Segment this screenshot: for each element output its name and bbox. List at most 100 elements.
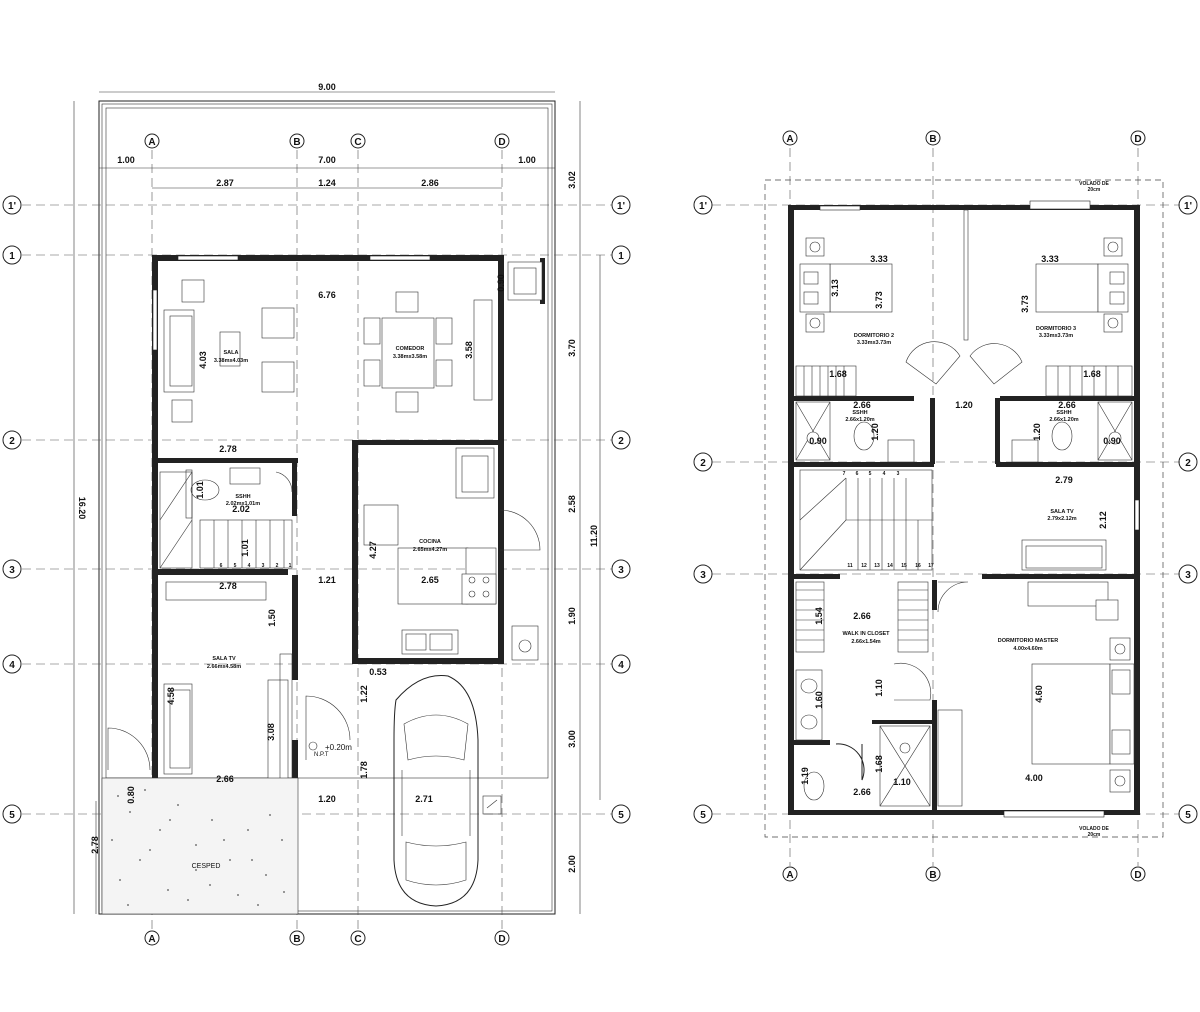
axis-label: C	[354, 934, 361, 945]
dimension-label: 1.78	[359, 761, 369, 779]
dimension-label: 1.01	[240, 539, 250, 557]
axis-label: B	[929, 870, 936, 881]
room-name: SALA	[224, 350, 239, 356]
room-size: 2.66x1.20m	[845, 417, 874, 423]
dimension-label: 0.53	[369, 667, 387, 677]
stair-step: 6	[220, 563, 223, 569]
dimension-label: 4.03	[198, 351, 208, 369]
dimension-label: 2.66	[853, 787, 871, 797]
axis-label: 2	[700, 458, 706, 469]
axis-label: B	[929, 134, 936, 145]
axis-label: 1'	[617, 201, 625, 212]
axis-bubble-ground-top	[144, 133, 160, 149]
dimension-label: 1.24	[318, 178, 336, 188]
dimension-label: 2.79	[1055, 475, 1073, 485]
dimension-label: 1.54	[814, 607, 824, 625]
dimension-label: 1.90	[567, 607, 577, 625]
dimension-label: 1.60	[814, 691, 824, 709]
room-name: COCINA	[419, 539, 441, 545]
stair-step: 16	[915, 563, 921, 569]
dimension-label: 1.00	[117, 155, 135, 165]
dimension-label: 2.66	[853, 400, 871, 410]
dimension-label: 9.00	[318, 82, 336, 92]
axis-label: 2	[618, 436, 624, 447]
stair-step: 13	[874, 563, 880, 569]
dimension-label: 1.20	[1032, 423, 1042, 441]
dimension-label: 1.10	[893, 777, 911, 787]
stair-step: 4	[248, 563, 251, 569]
dimension-label: 1.21	[318, 575, 336, 585]
room-size: 2.66x1.54m	[851, 639, 880, 645]
axis-label: A	[786, 134, 793, 145]
dimension-label: 2.87	[216, 178, 234, 188]
room-size: 3.33mx3.73m	[1039, 333, 1073, 339]
stair-step: 3	[262, 563, 265, 569]
room-size: 3.38mx4.03m	[214, 358, 248, 364]
dimension-label: 1.20	[870, 423, 880, 441]
axis-label: 4	[9, 660, 15, 671]
dimension-label: 2.78	[219, 444, 237, 454]
axis-label: B	[293, 137, 300, 148]
dimension-label: 4.00	[1025, 773, 1043, 783]
room-name: SSHH	[852, 410, 867, 416]
axis-label: 1	[9, 251, 15, 262]
axis-label: 3	[700, 570, 706, 581]
room-name: SSHH	[235, 494, 250, 500]
cesped-label: CESPED	[192, 863, 221, 870]
ground-axis-markers: A B C D A B C D 1' 1 2 3 4 5 1' 1 2 3	[2, 133, 631, 946]
dimension-label: 1.20	[955, 400, 973, 410]
stair-step: 4	[883, 471, 886, 477]
dimension-label: 6.76	[318, 290, 336, 300]
dimension-label: 1.22	[359, 685, 369, 703]
dimension-label: 3.13	[830, 279, 840, 297]
room-size: 2.02mx1.01m	[226, 501, 260, 507]
room-size: 3.38mx3.58m	[393, 354, 427, 360]
axis-label: 3	[1185, 570, 1191, 581]
dimension-label: 0.80	[126, 786, 136, 804]
dimension-label: 2.78	[90, 836, 100, 854]
axis-label: 1'	[1184, 201, 1192, 212]
axis-label: 1'	[699, 201, 707, 212]
stair-step: 15	[901, 563, 907, 569]
axis-label: A	[148, 137, 155, 148]
cesped-area	[101, 777, 299, 915]
dimension-label: 2.86	[421, 178, 439, 188]
dimension-label: 1.19	[800, 767, 810, 785]
room-name: COMEDOR	[396, 346, 425, 352]
dimension-label: 1.20	[318, 794, 336, 804]
stair-step: 5	[234, 563, 237, 569]
dimension-label: 1.10	[874, 679, 884, 697]
dimension-label: 3.70	[567, 339, 577, 357]
dimension-label: 2.66	[1058, 400, 1076, 410]
dimension-label: 0.90	[496, 274, 506, 292]
dimension-label: 2.58	[567, 495, 577, 513]
dimension-label: 3.73	[874, 291, 884, 309]
dimension-label: 1.01	[195, 481, 205, 499]
dimension-label: 4.58	[166, 687, 176, 705]
dimension-label: 3.58	[464, 341, 474, 359]
ground-property-outline	[98, 100, 556, 915]
stair-step: 2	[276, 563, 279, 569]
room-size: 2.66mx4.58m	[207, 664, 241, 670]
axis-label: 5	[618, 810, 624, 821]
axis-label: 4	[618, 660, 624, 671]
dimension-label: 1.50	[267, 609, 277, 627]
room-size: 4.00x4.60m	[1013, 646, 1042, 652]
upper-room-labels: DORMITORIO 2 3.33mx3.73m DORMITORIO 3 3.…	[842, 181, 1109, 838]
dimension-label: 2.00	[567, 855, 577, 873]
npt-level: +0.20m	[325, 743, 352, 752]
room-size: 3.33mx3.73m	[857, 340, 891, 346]
room-name: DORMITORIO 2	[854, 333, 894, 339]
upper-dimensions: 3.33 3.33 3.13 3.73 3.73 1.68 1.68 2.66 …	[800, 254, 1121, 797]
car-icon	[393, 675, 479, 907]
axis-label: B	[293, 934, 300, 945]
dimension-label: 3.08	[266, 723, 276, 741]
room-name: WALK IN CLOSET	[842, 631, 890, 637]
dimension-label: 3.33	[870, 254, 888, 264]
dimension-label: 2.65	[421, 575, 439, 585]
volado-label: VOLADO DE	[1079, 181, 1109, 187]
npt-label: N.P.T	[314, 752, 329, 758]
dimension-label: 0.90	[1103, 436, 1121, 446]
axis-label: A	[148, 934, 155, 945]
